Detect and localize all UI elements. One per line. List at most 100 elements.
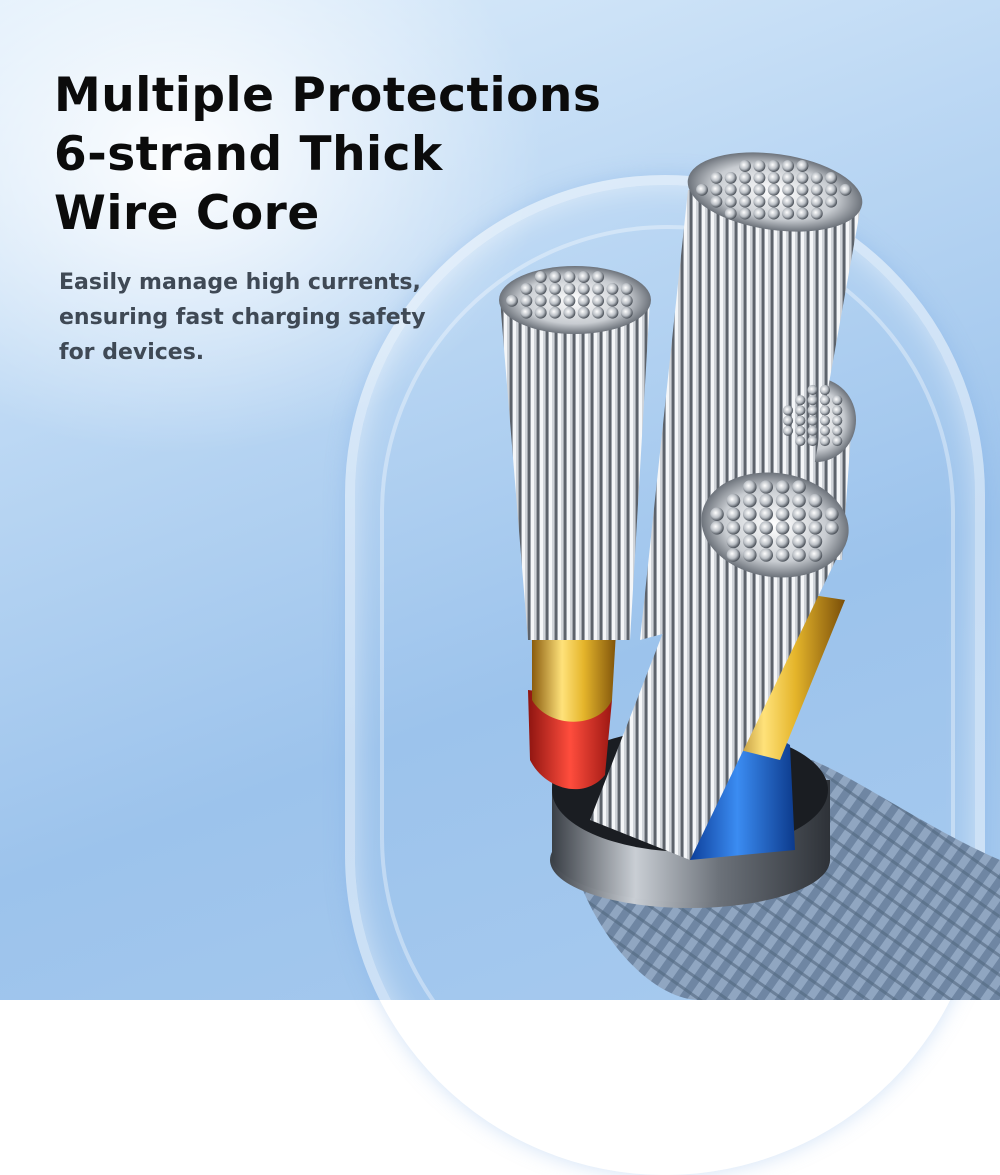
wire-strand-end — [808, 521, 823, 535]
wire-strand-end — [819, 435, 831, 447]
wire-strand-end — [819, 384, 831, 396]
wire-strand-end — [808, 548, 823, 562]
wire-strand-end — [753, 183, 766, 196]
wire-strand-end — [606, 294, 619, 307]
wire-strand-end — [743, 480, 757, 494]
wire-strand-end — [792, 521, 806, 535]
wire-strand-end — [620, 282, 633, 295]
wire-strand-end — [775, 493, 790, 508]
wire-strand-end — [808, 493, 823, 508]
wire-strand-end — [592, 306, 605, 319]
wire-strand-end — [577, 306, 590, 319]
wire-strand-end — [563, 271, 576, 283]
wire-strand-end — [520, 294, 533, 307]
wire-strand-end — [592, 294, 605, 307]
wire-strand-end — [743, 548, 757, 562]
wire-strand-end — [710, 171, 723, 184]
wire-strand-end — [782, 415, 794, 426]
wire-strand-end — [782, 425, 794, 436]
wire-strand-end — [807, 405, 818, 416]
wire-strand-end — [710, 507, 724, 521]
wire-strand-end — [753, 160, 766, 172]
wire-strand-end — [534, 294, 547, 307]
wire-strand-end — [767, 195, 780, 208]
wire-strand-end — [759, 507, 773, 521]
headline-line-2: 6-strand Thick — [54, 127, 443, 182]
wire-strand-end — [807, 425, 818, 436]
wire-strand-end — [710, 195, 723, 208]
wire-strand-end — [795, 425, 806, 436]
description-line-2: ensuring fast charging safety — [59, 305, 426, 330]
wire-strand-end — [753, 171, 766, 184]
wire-strand-end — [796, 160, 809, 172]
wire-strand-end — [819, 415, 831, 426]
wire-strand-end — [825, 171, 838, 184]
wire-strand-end — [724, 183, 737, 196]
wire-strand-end — [767, 183, 780, 196]
wire-strand-end — [782, 207, 795, 220]
wire-strand-end — [795, 395, 806, 406]
wire-strand-end — [743, 493, 757, 508]
text-panel: Multiple Protections 6-strand Thick Wire… — [54, 66, 614, 370]
wire-strand-end — [577, 271, 590, 283]
wire-strand-end — [775, 548, 790, 562]
wire-strand-end — [759, 548, 773, 562]
wire-strand-end — [807, 415, 818, 426]
wire-strand-end — [807, 395, 818, 406]
wire-strand-end — [753, 195, 766, 208]
wire-strand-end — [832, 425, 843, 436]
wire-strand-end — [795, 415, 806, 426]
wire-strand-end — [808, 534, 823, 549]
wire-strand-end — [782, 195, 795, 208]
wire-strand-end — [782, 183, 795, 196]
wire-strand-end — [819, 405, 831, 416]
wire-strand-end — [795, 405, 806, 416]
wire-strand-end — [792, 493, 806, 508]
wire-strand-end — [726, 534, 741, 549]
wire-strand-end — [726, 521, 741, 535]
wire-strand-end — [739, 160, 751, 172]
headline: Multiple Protections 6-strand Thick Wire… — [54, 66, 614, 243]
wire-strand-end — [577, 282, 590, 295]
wire-strand-end — [739, 195, 751, 208]
wire-strand-end — [563, 294, 576, 307]
wire-strand-end — [775, 534, 790, 549]
wire-strand-end — [807, 384, 818, 396]
description-line-1: Easily manage high currents, — [59, 270, 421, 295]
wire-strand-end — [759, 521, 773, 535]
wire-strand-end — [832, 395, 843, 406]
wire-strand-end — [549, 282, 561, 295]
wire-strand-end — [807, 435, 818, 447]
headline-line-3: Wire Core — [54, 186, 320, 241]
wire-strand-end — [549, 306, 561, 319]
wire-strand-end — [832, 415, 843, 426]
wire-strand-end — [743, 534, 757, 549]
wire-strand-end — [520, 306, 533, 319]
wire-strand-end — [792, 507, 806, 521]
description-line-3: for devices. — [59, 340, 205, 365]
wire-strand-end — [792, 534, 806, 549]
wire-strand-end — [796, 207, 809, 220]
wire-strand-end — [606, 306, 619, 319]
wire-strand-end — [767, 160, 780, 172]
wire-strand-end — [832, 405, 843, 416]
wire-strand-end — [796, 183, 809, 196]
wire-strand-end — [792, 480, 806, 494]
wire-strand-end — [739, 171, 751, 184]
wire-strand-end — [767, 171, 780, 184]
wire-strand-end — [782, 171, 795, 184]
wire-strand-end — [620, 294, 633, 307]
wire-strand-end — [726, 507, 741, 521]
wire-strand-end — [520, 282, 533, 295]
wire-strand-end — [792, 548, 806, 562]
wire-strand-end — [753, 207, 766, 220]
wire-strand-end — [563, 282, 576, 295]
wire-strand-end — [549, 271, 561, 283]
wire-strand-end — [739, 207, 751, 220]
wire-strand-end — [782, 405, 794, 416]
wire-strand-end — [810, 171, 823, 184]
wire-strand-end — [825, 507, 839, 521]
wire-strand-end — [620, 306, 633, 319]
wire-strand-end — [506, 294, 518, 307]
wire-strand-end — [563, 306, 576, 319]
